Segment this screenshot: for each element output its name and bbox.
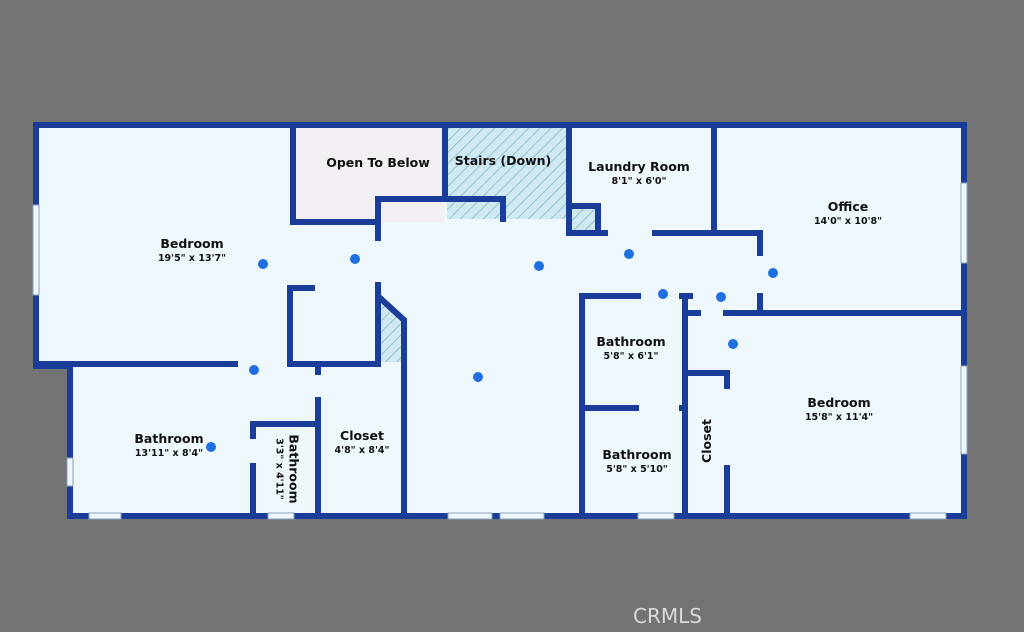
stairs-area: [447, 127, 568, 219]
room-name: Office: [827, 199, 869, 214]
room-dimensions: 8'1" x 6'0": [611, 176, 667, 187]
room-office: Office 14'0" x 10'8": [814, 199, 882, 228]
room-dimensions: 5'8" x 5'10": [606, 464, 668, 475]
room-dimensions: 4'8" x 8'4": [334, 445, 390, 456]
room-stairs: Stairs (Down): [455, 153, 552, 169]
room-bathroom-small: Bathroom 3'3" x 4'11": [273, 434, 302, 503]
view-point-icon[interactable]: [206, 442, 216, 452]
view-point-icon[interactable]: [658, 289, 668, 299]
room-bathroom-upper: Bathroom 5'8" x 6'1": [596, 334, 665, 363]
view-point-icon[interactable]: [768, 268, 778, 278]
room-bedroom-secondary: Bedroom 15'8" x 11'4": [805, 395, 873, 424]
view-point-icon[interactable]: [716, 292, 726, 302]
room-dimensions: 14'0" x 10'8": [813, 216, 883, 227]
wedge-hatch-area: [380, 300, 404, 362]
room-dimensions: 5'8" x 6'1": [603, 351, 659, 362]
room-name: Bedroom: [807, 395, 871, 410]
view-point-icon[interactable]: [624, 249, 634, 259]
view-point-icon[interactable]: [350, 254, 360, 264]
room-name: Laundry Room: [588, 159, 690, 174]
room-dimensions: 15'8" x 11'4": [804, 412, 874, 423]
room-bathroom-main: Bathroom 13'11" x 8'4": [134, 431, 203, 460]
view-point-icon[interactable]: [473, 372, 483, 382]
room-name: Bedroom: [160, 236, 224, 251]
room-name: Bathroom: [602, 447, 672, 462]
room-bedroom-primary: Bedroom 19'5" x 13'7": [158, 236, 226, 265]
room-dimensions: 13'11" x 8'4": [134, 448, 204, 459]
view-point-icon[interactable]: [728, 339, 738, 349]
view-point-icon[interactable]: [249, 365, 259, 375]
exterior-void-left: [36, 365, 70, 517]
room-dimensions: 3'3" x 4'11": [273, 438, 285, 500]
view-point-icon[interactable]: [534, 261, 544, 271]
room-name: Bathroom: [286, 434, 302, 504]
room-bathroom-lower: Bathroom 5'8" x 5'10": [602, 447, 671, 476]
room-name: Closet: [699, 419, 714, 463]
room-open-to-below: Open To Below: [326, 155, 430, 171]
room-laundry: Laundry Room 8'1" x 6'0": [588, 159, 690, 188]
view-point-icon[interactable]: [258, 259, 268, 269]
room-name: Open To Below: [326, 155, 430, 170]
room-name: Bathroom: [134, 431, 204, 446]
stairs-landing-area: [571, 205, 597, 233]
open-to-below-area: [293, 127, 444, 222]
room-closet-right: Closet: [699, 419, 715, 463]
room-name: Stairs (Down): [454, 153, 552, 168]
room-closet-left: Closet 4'8" x 8'4": [335, 428, 390, 457]
room-dimensions: 19'5" x 13'7": [157, 253, 227, 264]
windows: [32, 182, 968, 520]
room-name: Bathroom: [596, 334, 666, 349]
watermark: CRMLS: [633, 604, 702, 628]
room-name: Closet: [340, 428, 384, 443]
walls: [33, 122, 967, 519]
